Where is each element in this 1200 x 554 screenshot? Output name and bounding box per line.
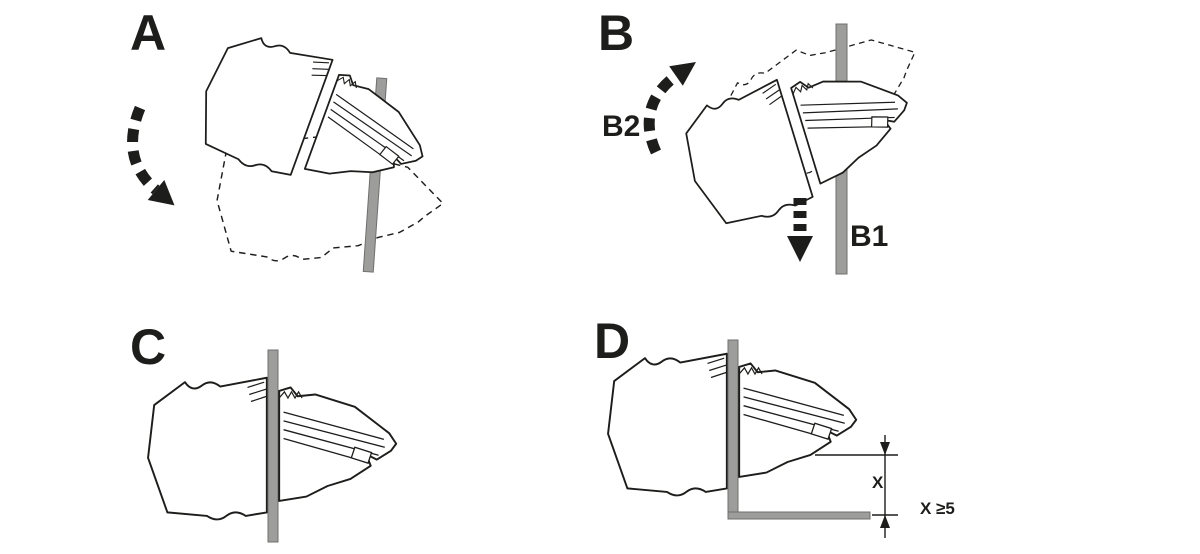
module-body	[672, 52, 923, 236]
module-left-block	[147, 376, 268, 521]
mounting-rail	[727, 339, 871, 520]
rotate-down-arrow	[127, 105, 175, 206]
rail-flange	[727, 511, 871, 520]
step-b1-label: B1	[850, 220, 889, 253]
module-body	[186, 21, 441, 207]
mounting-rail	[267, 349, 279, 543]
panel-d-illustration	[607, 339, 898, 538]
panel-d-label: D	[594, 313, 631, 369]
panel-b-illustration	[643, 3, 943, 275]
step-b2-label: B2	[602, 110, 641, 143]
dimension-x-label: X	[872, 473, 884, 492]
panel-a-label: A	[130, 5, 167, 61]
module-left-block	[607, 352, 728, 497]
panel-b-label: B	[598, 5, 635, 61]
module-nose	[278, 386, 398, 502]
dimension-note-label: X ≥5	[920, 499, 955, 518]
dimension-x-marks	[815, 435, 898, 538]
rotate-up-arrow-b2	[643, 62, 696, 155]
push-down-arrow-b1	[787, 198, 813, 262]
module-nose	[738, 362, 858, 478]
panel-c-label: C	[130, 319, 167, 375]
panel-a-illustration	[127, 21, 448, 273]
panel-c-illustration	[147, 349, 398, 543]
